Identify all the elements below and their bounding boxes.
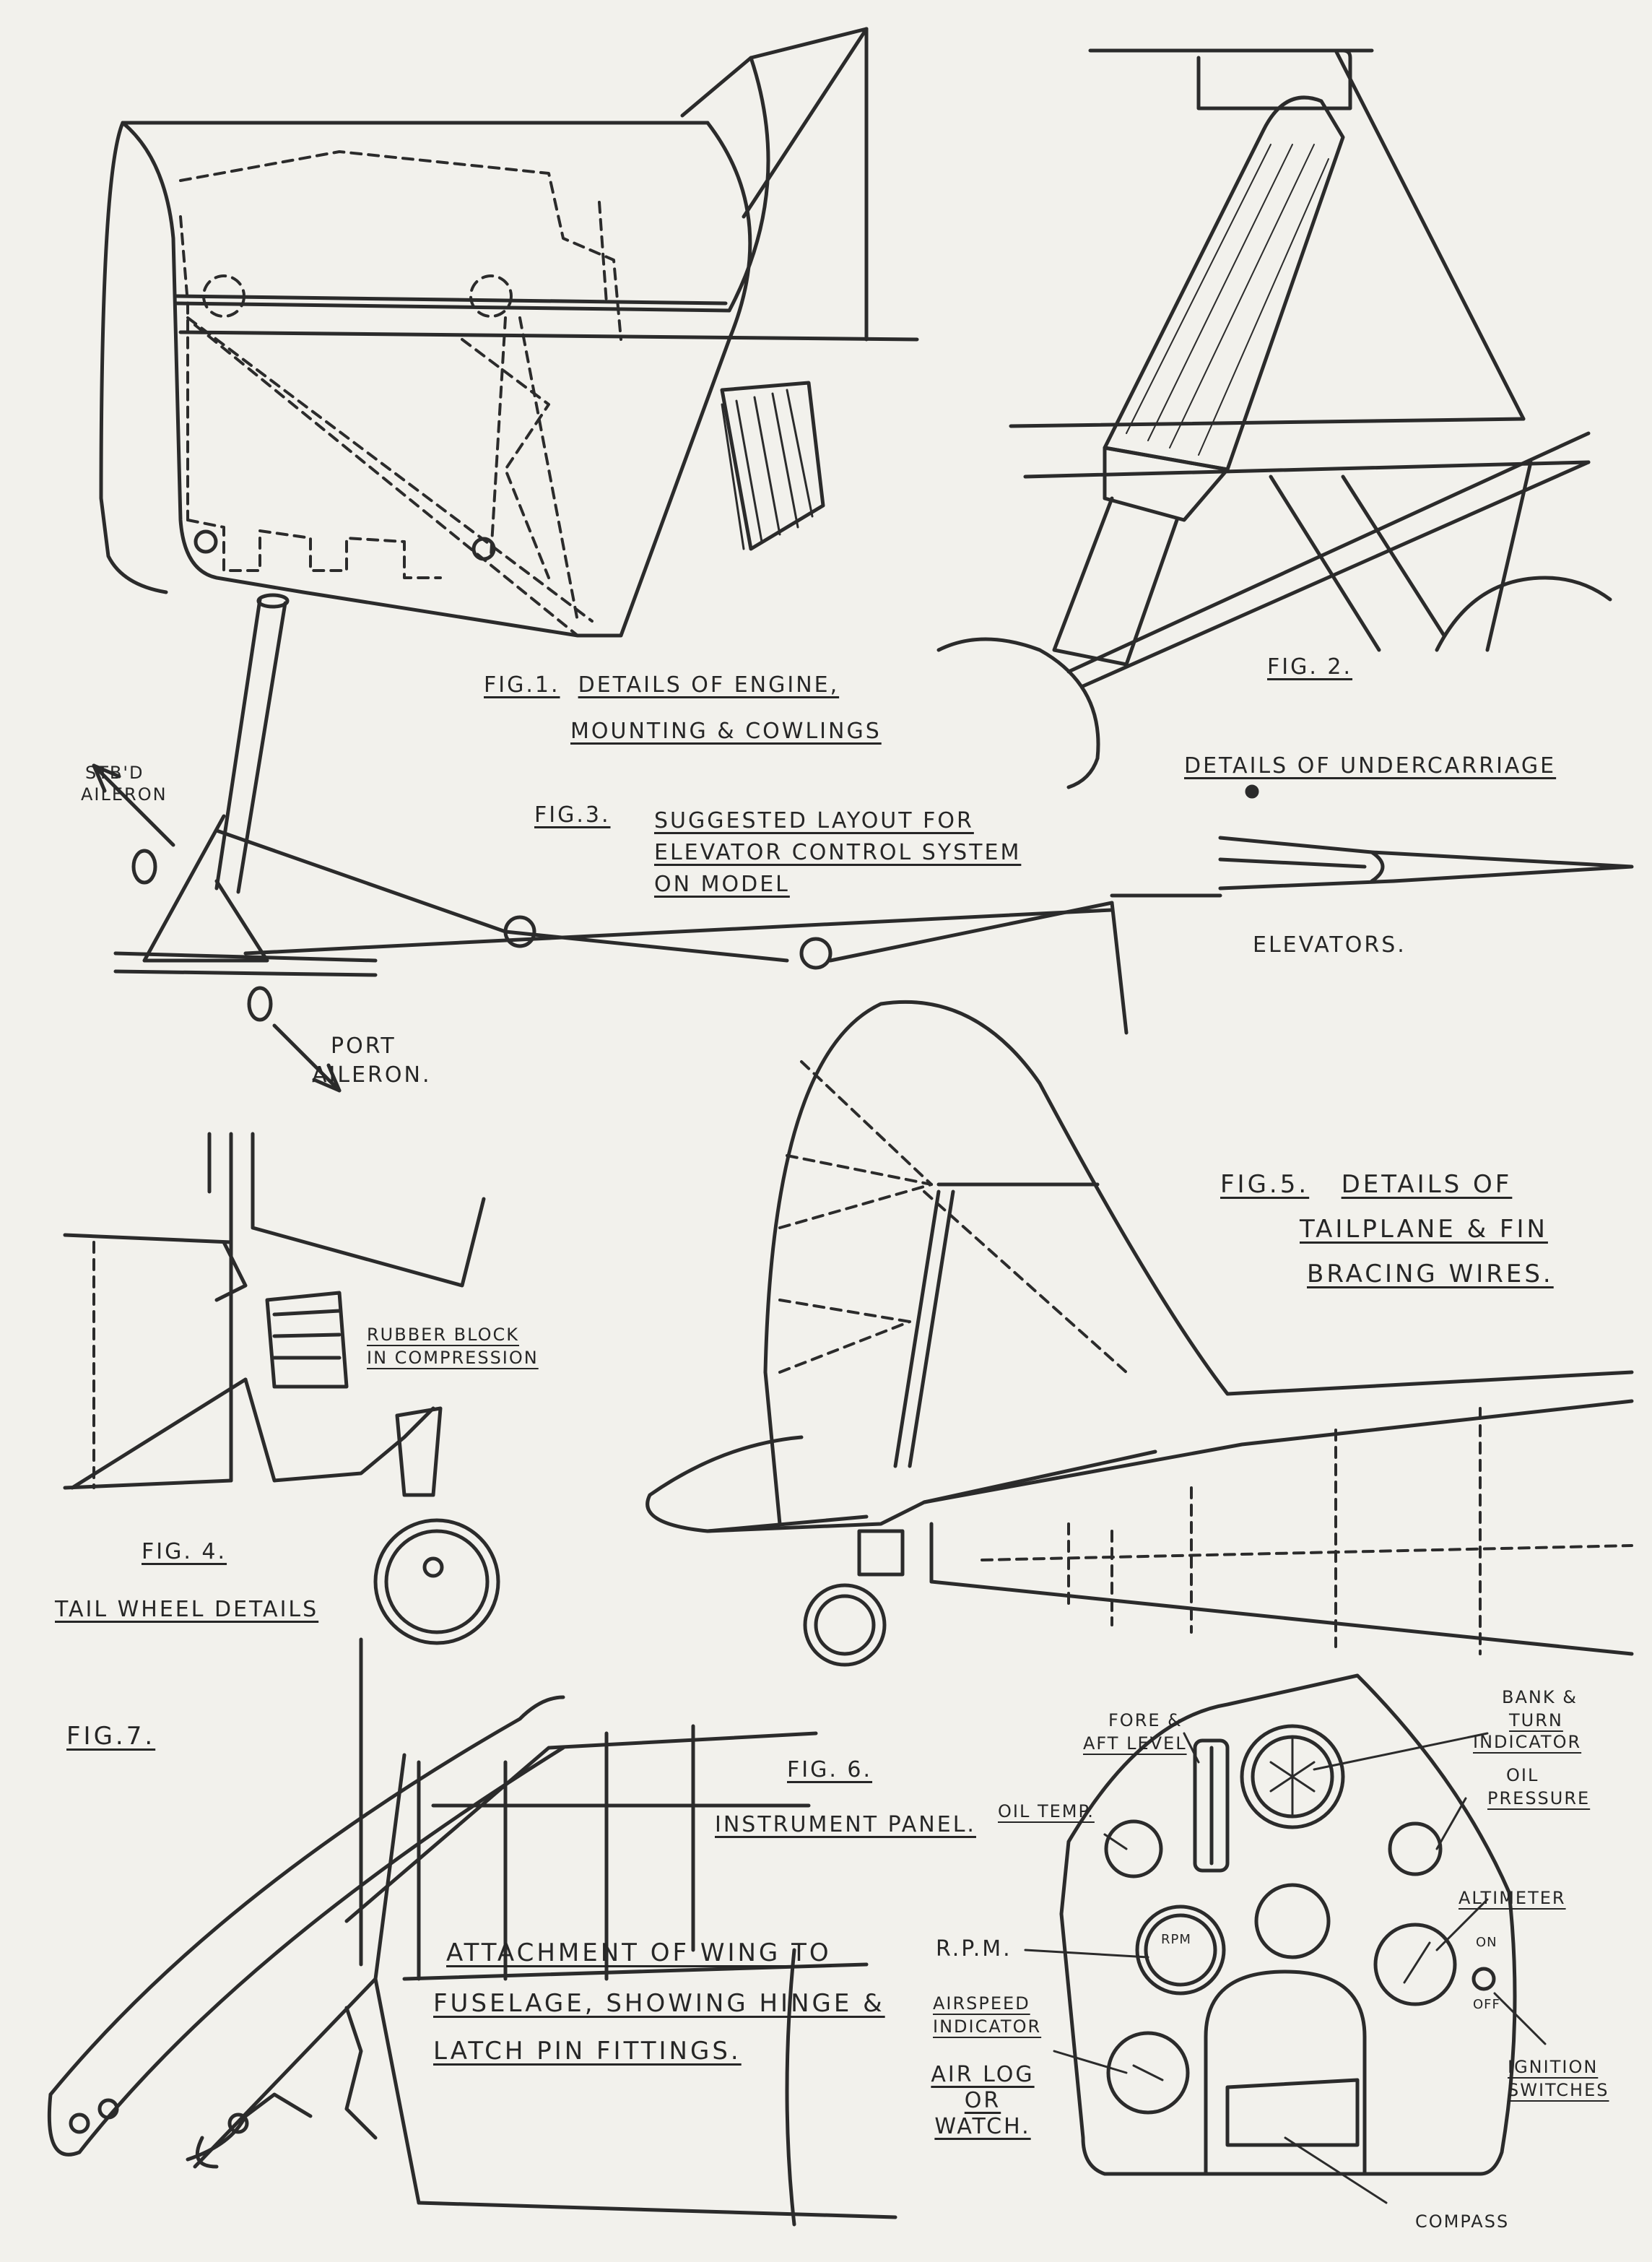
fig1-number: FIG.1. [484,672,560,698]
fig5-tailplane-fin-drawing [645,1000,1634,1667]
bank-turn-label-line3: INDICATOR [1473,1732,1582,1752]
fig2-undercarriage-drawing [936,48,1612,789]
rpm-dial-text: RPM [1161,1932,1191,1947]
ignition-on-text: ON [1476,1935,1497,1950]
bank-turn-indicator-dial [1240,1724,1345,1829]
fig5-caption-line1: DETAILS OF [1341,1170,1513,1199]
fig4-caption: TAIL WHEEL DETAILS [55,1597,319,1622]
oil-temp-label: OIL TEMP. [998,1801,1095,1821]
fig6-caption: INSTRUMENT PANEL. [715,1812,976,1837]
ignition-off-text: OFF [1473,1997,1500,2012]
rpm-label: R.P.M. [936,1936,1012,1962]
stbd-aileron-label-line2: AILERON [81,784,168,805]
fig3-elevator-control-drawing [113,593,1634,1035]
oil-pressure-label-line1: OIL [1506,1765,1539,1785]
oil-pressure-label-line2: PRESSURE [1487,1788,1591,1808]
altimeter-dial [1373,1923,1457,2006]
fig5-label: FIG.5. DETAILS OF [1220,1169,1512,1200]
ignition-label-line2: SWITCHES [1508,2080,1609,2100]
fig3-number: FIG.3. [534,802,611,828]
ignition-switch [1471,1967,1496,1991]
stbd-aileron-label-line1: STB'D [85,763,144,783]
fig7-caption-line3: LATCH PIN FITTINGS. [433,2037,742,2066]
airspeed-label-line1: AIRSPEED [933,1993,1030,2014]
rubber-block-label-line2: IN COMPRESSION [367,1348,539,1368]
rubber-block-label-line1: RUBBER BLOCK [367,1325,520,1345]
oil-temp-dial [1104,1819,1163,1878]
rpm-dial [1135,1904,1226,1996]
fig6-leader-lines [1024,1732,1547,2204]
fig1-hidden-lines [179,150,622,637]
compass-housing [1204,1970,1367,2176]
fig1-engine-cowling-drawing [99,27,919,638]
fig1-label: FIG.1. DETAILS OF ENGINE, [484,672,839,699]
fig5-hidden-lines [778,1060,1633,1655]
fore-aft-level [1193,1738,1230,1873]
fore-aft-label-line1: FORE & [1108,1710,1183,1730]
fig4-number: FIG. 4. [142,1539,227,1564]
fig1-caption-line1: DETAILS OF ENGINE, [578,672,840,698]
fig4-tail-wheel-drawing [63,1132,500,1645]
bank-turn-label-line1: BANK & [1502,1687,1578,1707]
fig5-caption-line2: TAILPLANE & FIN [1300,1215,1548,1244]
air-log-dial [1106,2031,1190,2115]
fig2-caption: DETAILS OF UNDERCARRIAGE [1184,753,1557,779]
compass-label: COMPASS [1415,2211,1510,2232]
air-log-label-line2: OR [964,2088,1001,2113]
fig6-number: FIG. 6. [787,1757,873,1782]
fig7-caption-line1: ATTACHMENT OF WING TO [446,1938,832,1967]
fig2-number: FIG. 2. [1267,654,1353,680]
fig6-instrument-panel-drawing [1059,1673,1517,2176]
bank-turn-label-line2: TURN [1509,1710,1563,1730]
fig1-caption-line2: MOUNTING & COWLINGS [570,719,882,744]
port-aileron-label-line1: PORT [331,1034,396,1059]
fig3-caption-line1: SUGGESTED LAYOUT FOR [654,808,974,833]
airspeed-dial [1254,1883,1331,1959]
fig5-caption-line3: BRACING WIRES. [1307,1260,1554,1288]
fore-aft-label-line2: AFT LEVEL [1083,1733,1187,1754]
ink-dot [1245,784,1259,799]
elevators-label: ELEVATORS. [1253,932,1407,958]
air-log-label-line3: WATCH. [934,2114,1031,2139]
oil-pressure-dial [1388,1821,1443,1876]
port-aileron-label-line2: AILERON. [312,1062,432,1088]
air-log-label-line1: AIR LOG [931,2062,1035,2087]
airspeed-label-line2: INDICATOR [933,2016,1042,2037]
fig5-number: FIG.5. [1220,1170,1310,1199]
fig7-number: FIG.7. [66,1722,156,1751]
fig3-arrows [92,763,342,1093]
fig3-caption-line3: ON MODEL [654,872,790,897]
ignition-label-line1: IGNITION [1508,2057,1599,2077]
fig7-caption-line2: FUSELAGE, SHOWING HINGE & [433,1989,885,2018]
fig3-caption-line2: ELEVATOR CONTROL SYSTEM [654,840,1022,865]
altimeter-label: ALTIMETER [1458,1888,1566,1908]
fig7-wing-attachment-drawing [47,1637,897,2227]
